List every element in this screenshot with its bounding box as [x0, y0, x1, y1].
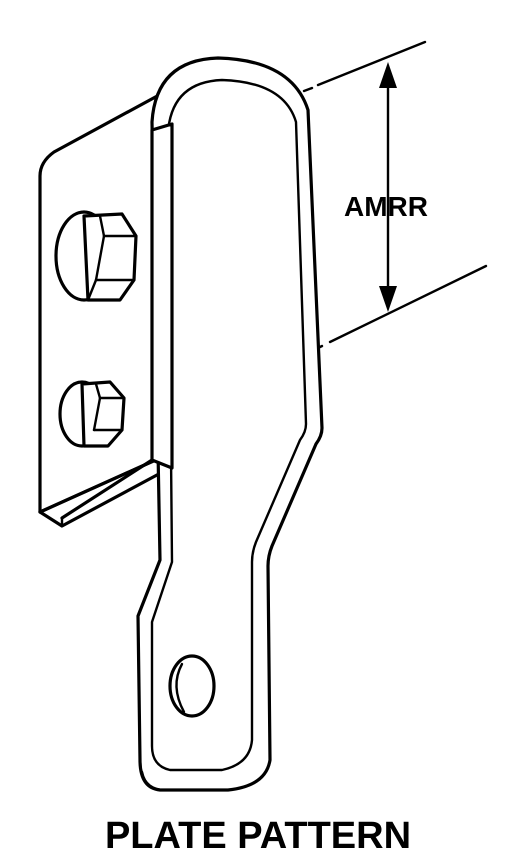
hex-bolt-upper	[54, 210, 138, 302]
hex-bolt-lower	[58, 380, 126, 448]
diagram-caption: PLATE PATTERN	[105, 815, 411, 857]
dimension-arrow	[379, 62, 397, 312]
mounting-hole	[168, 654, 216, 718]
dimension-label: AMRR	[344, 191, 428, 222]
bracket-front-edge	[60, 122, 174, 520]
strap-loop	[136, 56, 324, 792]
